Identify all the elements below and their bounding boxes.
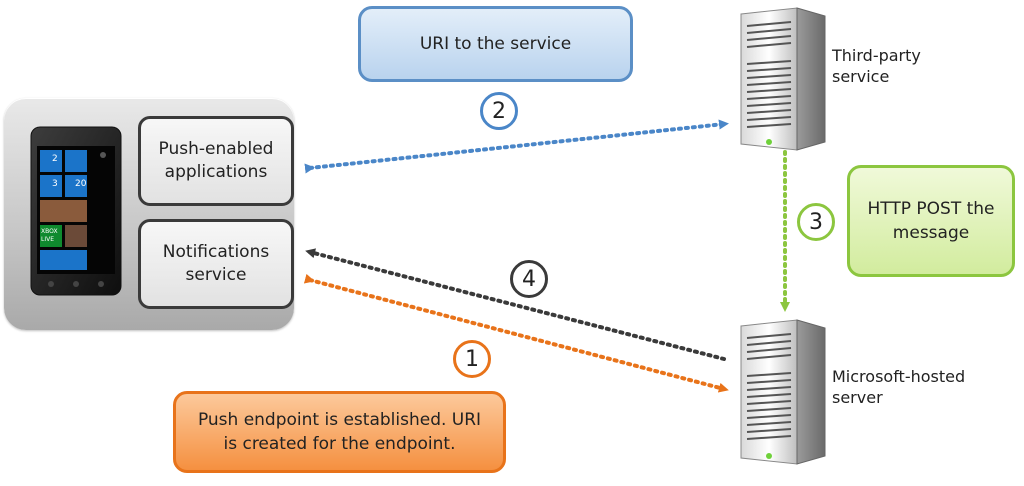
tile-count-messages: 3: [52, 179, 58, 189]
step-2-badge: 2: [480, 92, 518, 130]
uri-to-service-text: URI to the service: [419, 34, 572, 54]
xbox-live-tile-label: XBOX LIVE: [41, 228, 58, 243]
notifications-service-label: Notifications service: [162, 242, 270, 285]
push-endpoint-callout: Push endpoint is established. URI is cre…: [173, 391, 506, 473]
arrow-step-1: [303, 273, 729, 393]
phone-illustration: 2 3 20 XBOX LIVE: [30, 126, 122, 296]
step-3-badge: 3: [797, 203, 835, 241]
uri-to-service-callout: URI to the service: [358, 6, 633, 82]
step-1-badge: 1: [453, 340, 491, 378]
push-endpoint-text: Push endpoint is established. URI is cre…: [197, 410, 482, 454]
arrow-step-2: [304, 119, 729, 174]
tile-count-mail: 20: [75, 179, 87, 189]
http-post-text: HTTP POST the message: [867, 199, 995, 243]
notifications-service-box: Notifications service: [138, 219, 294, 309]
http-post-callout: HTTP POST the message: [847, 165, 1015, 277]
third-party-server-icon: [735, 6, 827, 152]
tile-count-phone: 2: [52, 154, 58, 164]
microsoft-hosted-server-label: Microsoft-hosted server: [832, 367, 966, 407]
step-4-badge: 4: [510, 260, 548, 298]
push-enabled-applications-label: Push-enabled applications: [158, 139, 274, 182]
microsoft-server-icon: [735, 318, 827, 466]
third-party-service-label: Third-party service: [832, 46, 921, 86]
push-enabled-applications-box: Push-enabled applications: [138, 116, 294, 206]
